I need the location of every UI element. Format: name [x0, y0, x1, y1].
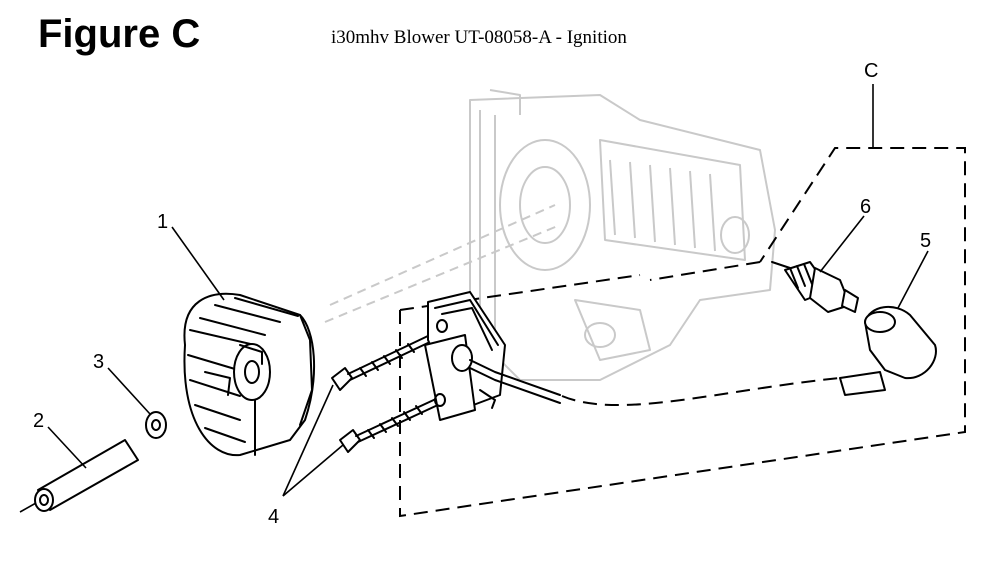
kit-lower-line — [561, 377, 841, 406]
leader-6 — [819, 215, 865, 273]
callout-2: 2 — [33, 410, 44, 432]
diagram-title: i30mhv Blower UT-08058-A - Ignition — [331, 27, 627, 48]
figure-label: Figure C — [38, 12, 201, 56]
leader-4a — [282, 384, 334, 497]
leader-2 — [47, 426, 87, 469]
callout-c: C — [864, 60, 878, 82]
spark-plug — [771, 261, 859, 313]
flywheel — [183, 292, 315, 457]
spark-plug-boot — [839, 306, 937, 396]
leader-1 — [171, 226, 225, 301]
leader-3 — [107, 367, 151, 415]
washer — [145, 411, 167, 439]
callout-4: 4 — [268, 506, 279, 528]
callout-5: 5 — [920, 230, 931, 252]
screws — [331, 334, 441, 453]
kit-boundary-c — [399, 147, 966, 518]
engine-block-ghost — [324, 89, 776, 381]
callout-6: 6 — [860, 196, 871, 218]
callout-1: 1 — [157, 211, 168, 233]
callout-3: 3 — [93, 351, 104, 373]
leader-4b — [282, 444, 344, 497]
leader-5 — [897, 250, 929, 309]
ignition-module — [424, 291, 561, 421]
sleeve — [19, 439, 139, 513]
